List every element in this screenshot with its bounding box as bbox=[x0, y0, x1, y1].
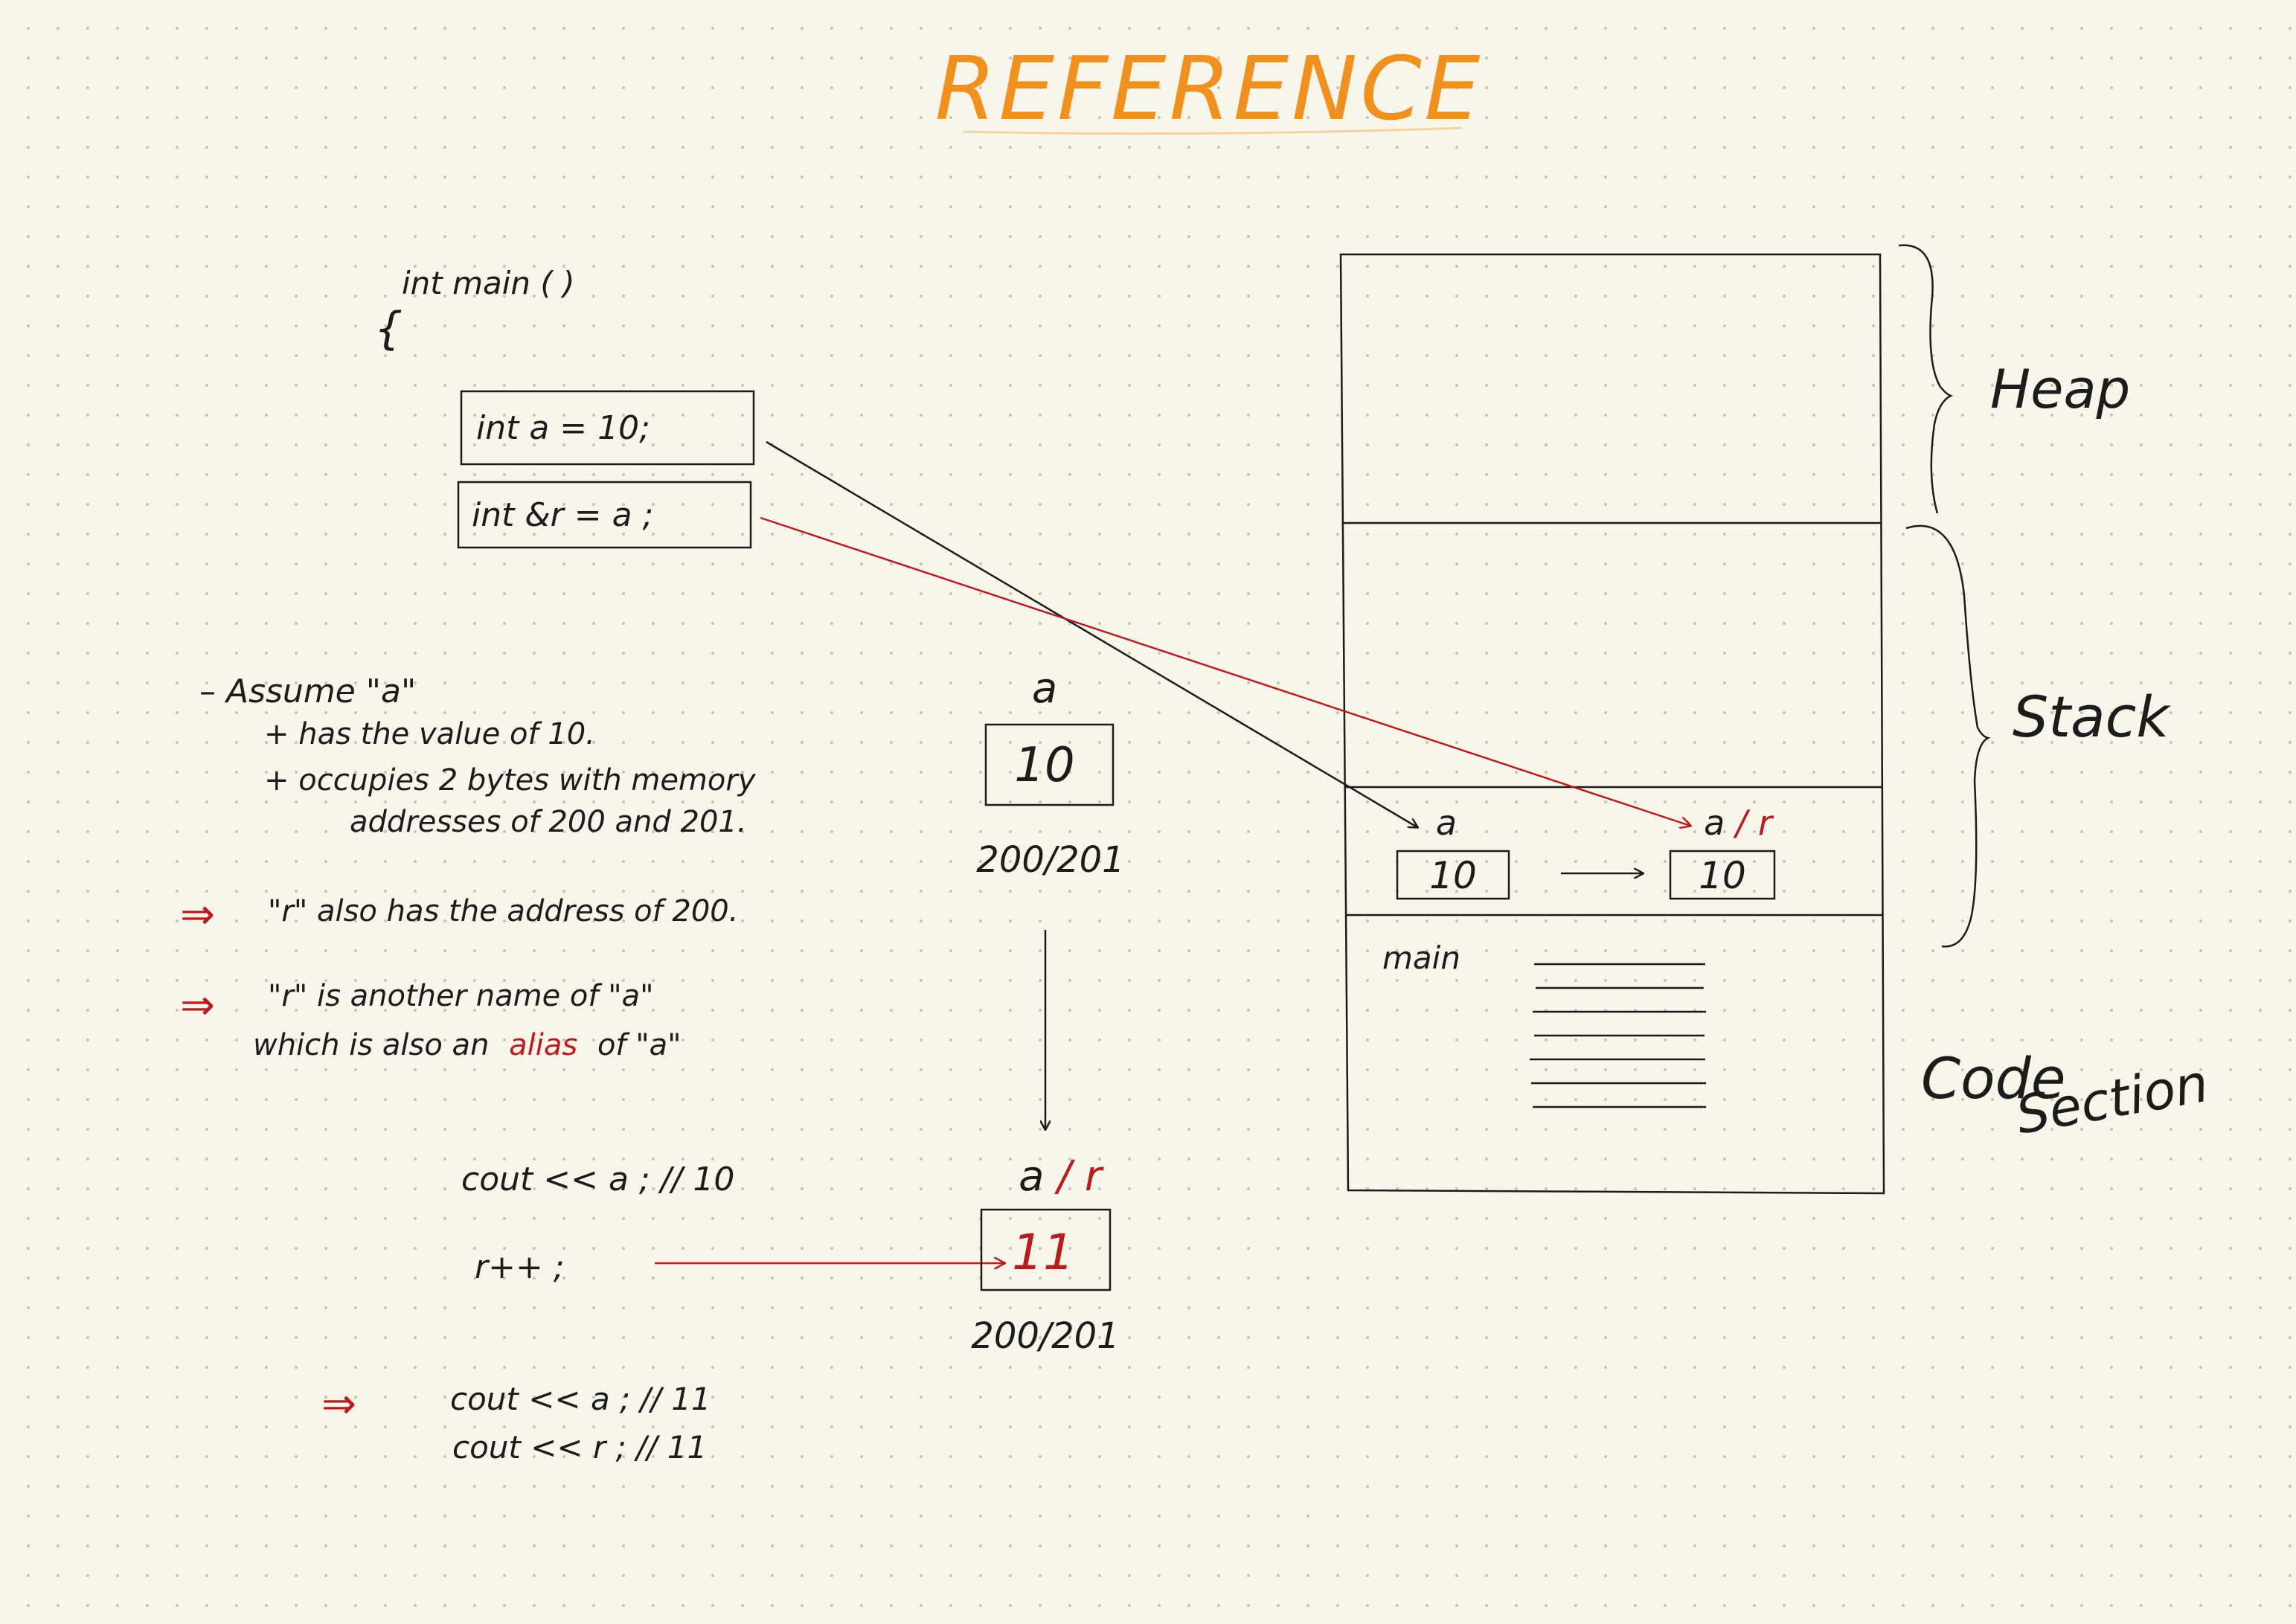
decl-r-text: int &r = a ; bbox=[472, 496, 653, 534]
memory-bottom-label: a / r bbox=[1019, 1152, 1104, 1201]
arrow-mark-1: ⇒ bbox=[180, 890, 215, 939]
memory-layout-diagram: a 10 a / r 10 main Heap Stack Code Secti… bbox=[1339, 244, 2213, 1195]
stack-ar-label-a: a bbox=[1704, 803, 1725, 843]
decl-a-box bbox=[460, 390, 755, 466]
arrow-mark-3: ⇒ bbox=[321, 1380, 356, 1428]
decl-r-arrow bbox=[760, 516, 1690, 826]
stmt-cout-a-11: cout << a ; // 11 bbox=[450, 1381, 711, 1417]
stack-label: Stack bbox=[2013, 684, 2171, 750]
page-title: REFERENCE bbox=[935, 37, 1484, 140]
heap-label: Heap bbox=[1990, 358, 2130, 420]
stack-ar-value: 10 bbox=[1699, 854, 1746, 897]
memory-bottom-label-a: a bbox=[1019, 1152, 1044, 1201]
note-bytes: + occupies 2 bytes with memory bbox=[264, 763, 757, 797]
stack-ar-label-r: r bbox=[1758, 803, 1774, 843]
decl-a-arrow bbox=[766, 440, 1417, 827]
memory-bottom-label-slash: / bbox=[1054, 1152, 1075, 1201]
stack-a-value: 10 bbox=[1429, 854, 1477, 897]
note-alias-word: alias bbox=[509, 1028, 577, 1062]
code-main-label: main bbox=[1382, 940, 1460, 976]
code-section-label-1: Code bbox=[1921, 1045, 2066, 1111]
note-r-name-2: which is also an alias of "a" bbox=[253, 1028, 682, 1062]
main-signature: int main ( ) bbox=[402, 265, 575, 301]
note-assume: – Assume "a" bbox=[199, 673, 416, 710]
stack-a-box bbox=[1396, 850, 1510, 900]
code-lines bbox=[1530, 963, 1706, 1108]
stack-ar-label-slash: / bbox=[1733, 803, 1751, 843]
memory-bottom-label-r: r bbox=[1085, 1152, 1104, 1201]
opening-brace: { bbox=[374, 303, 403, 355]
stmt-cout-a-10: cout << a ; // 10 bbox=[461, 1161, 734, 1198]
memory-bottom-value: 11 bbox=[1012, 1224, 1074, 1281]
note-r-name-2-prefix: which is also an bbox=[253, 1028, 489, 1062]
memory-top-value: 10 bbox=[1014, 738, 1074, 793]
stack-ar-label: a / r bbox=[1704, 803, 1774, 843]
memory-top-address: 200/201 bbox=[976, 839, 1124, 881]
memory-outer-box bbox=[1339, 253, 1885, 1195]
note-r-address: "r" also has the address of 200. bbox=[268, 894, 738, 928]
note-addresses: addresses of 200 and 201. bbox=[350, 805, 747, 839]
decl-r-box bbox=[457, 481, 752, 549]
stack-ar-box bbox=[1669, 850, 1776, 900]
memory-bottom-address: 200/201 bbox=[971, 1315, 1119, 1357]
title-underline bbox=[963, 126, 1463, 135]
stmt-increment: r++ ; bbox=[475, 1248, 565, 1286]
memory-top-label: a bbox=[1032, 664, 1057, 713]
arrow-mark-2: ⇒ bbox=[180, 981, 215, 1030]
decl-a-text: int a = 10; bbox=[476, 409, 650, 447]
note-r-name-2-suffix: of "a" bbox=[597, 1028, 682, 1062]
memory-top-box bbox=[984, 723, 1115, 806]
note-r-name-1: "r" is another name of "a" bbox=[268, 979, 654, 1013]
stmt-cout-r-11: cout << r ; // 11 bbox=[452, 1429, 707, 1466]
stack-a-label: a bbox=[1436, 803, 1457, 843]
stack-brace bbox=[1905, 524, 1991, 948]
note-value: + has the value of 10. bbox=[264, 717, 595, 751]
heap-brace bbox=[1898, 244, 1954, 514]
memory-bottom-box bbox=[980, 1208, 1112, 1291]
